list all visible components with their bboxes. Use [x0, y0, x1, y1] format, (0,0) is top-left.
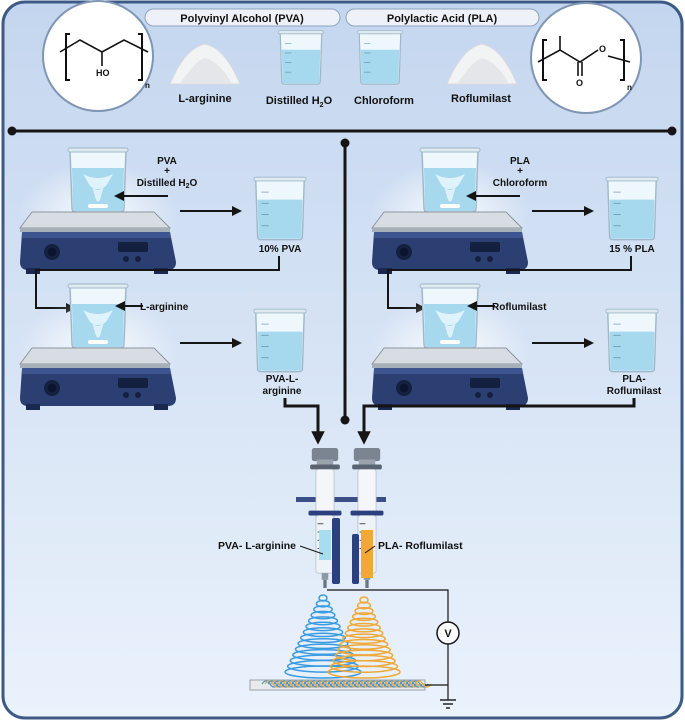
left-beaker2-label-a: PVA-L-	[266, 374, 299, 385]
fiber-loop	[351, 612, 377, 622]
left-step1-plus: +	[164, 166, 170, 177]
pla-repeat-subscript: n	[627, 83, 632, 92]
left-step1-pva: PVA	[157, 156, 177, 167]
right-beaker2-label-b: Roflumilast	[607, 386, 662, 397]
fiber-loop	[354, 606, 374, 616]
fiber-loop	[356, 601, 372, 610]
pla-title-pill	[345, 8, 540, 27]
fiber-loop	[346, 622, 382, 633]
right-step1-pla: PLA	[510, 156, 530, 167]
left-step1-water: Distilled H2O	[137, 178, 198, 190]
pla-solution	[361, 530, 373, 578]
fiber-loop	[349, 617, 379, 627]
chloroform-label: Chloroform	[354, 95, 414, 107]
distilled-water-label: Distilled H2O	[266, 95, 333, 109]
roflumilast-label: Roflumilast	[451, 93, 511, 105]
right-beaker2-label-a: PLA-	[622, 374, 645, 385]
left-beaker1-label: 10% PVA	[259, 244, 302, 255]
pla-fiber-jet	[327, 596, 401, 679]
header-section: Polyvinyl Alcohol (PVA) Polylactic Acid …	[42, 0, 642, 114]
pva-repeat-subscript: n	[145, 81, 150, 90]
fiber-mat	[261, 680, 432, 688]
left-beaker-10pva	[253, 176, 307, 241]
pla-ester-oxygen: O	[599, 44, 606, 54]
right-step2-label: Roflumilast	[492, 302, 547, 313]
distilled-water-beaker	[277, 29, 325, 85]
fiber-loop	[327, 665, 401, 679]
fiber-loop	[310, 610, 336, 620]
header-divider	[7, 126, 677, 425]
pla-structure: O O n	[530, 2, 642, 114]
left-branch: PVA + Distilled H2O 10% PVA L-arginine P…	[18, 147, 325, 445]
right-step1-chloroform: Chloroform	[493, 178, 548, 189]
left-step2-label: L-arginine	[140, 302, 189, 313]
fiber-loop	[305, 621, 341, 632]
circuit-wire-top	[327, 589, 449, 622]
electrospinning-setup: PVA- L-arginine PLA- Roflumilast V	[218, 448, 463, 709]
left-beaker-pva-larginine	[253, 308, 307, 373]
fiber-loop	[313, 605, 333, 614]
pva-title-pill	[144, 8, 341, 27]
right-step1-plus: +	[517, 166, 523, 177]
fiber-loop	[307, 616, 339, 626]
pla-carbonyl-oxygen: O	[576, 78, 583, 88]
voltmeter-symbol: V	[444, 628, 452, 640]
left-beaker2-label-b: arginine	[263, 386, 302, 397]
fiber-loop	[302, 627, 344, 638]
fiber-loop	[299, 632, 347, 644]
pva-solution	[319, 530, 331, 560]
fiber-loop	[329, 659, 399, 673]
right-branch: PLA + Chloroform 15 % PLA Roflumilast PL…	[357, 147, 662, 445]
fiber-loop	[294, 643, 352, 656]
chloroform-beaker	[356, 29, 404, 85]
fiber-loop	[297, 637, 349, 650]
right-beaker1-label: 15 % PLA	[609, 244, 655, 255]
fiber-loop	[339, 638, 389, 650]
pla-syringe-label: PLA- Roflumilast	[378, 540, 463, 552]
right-beaker-15pla	[605, 176, 659, 241]
pva-title: Polyvinyl Alcohol (PVA)	[180, 13, 304, 25]
pva-hydroxyl-label: HO	[96, 68, 110, 78]
fiber-loop	[344, 628, 384, 639]
larginine-label: L-arginine	[178, 93, 231, 105]
larginine-powder	[169, 43, 241, 85]
mat-fiber	[414, 680, 432, 688]
pva-structure: HO n	[42, 0, 154, 112]
fiber-loop	[342, 633, 386, 645]
right-beaker-pla-roflumilast	[605, 308, 659, 373]
pva-syringe-label: PVA- L-arginine	[218, 540, 296, 552]
ground-icon	[440, 699, 456, 709]
syringe-pump-bar	[296, 497, 386, 502]
pla-title: Polylactic Acid (PLA)	[387, 13, 498, 25]
fiber-loop	[315, 599, 331, 608]
roflumilast-powder	[446, 43, 518, 85]
